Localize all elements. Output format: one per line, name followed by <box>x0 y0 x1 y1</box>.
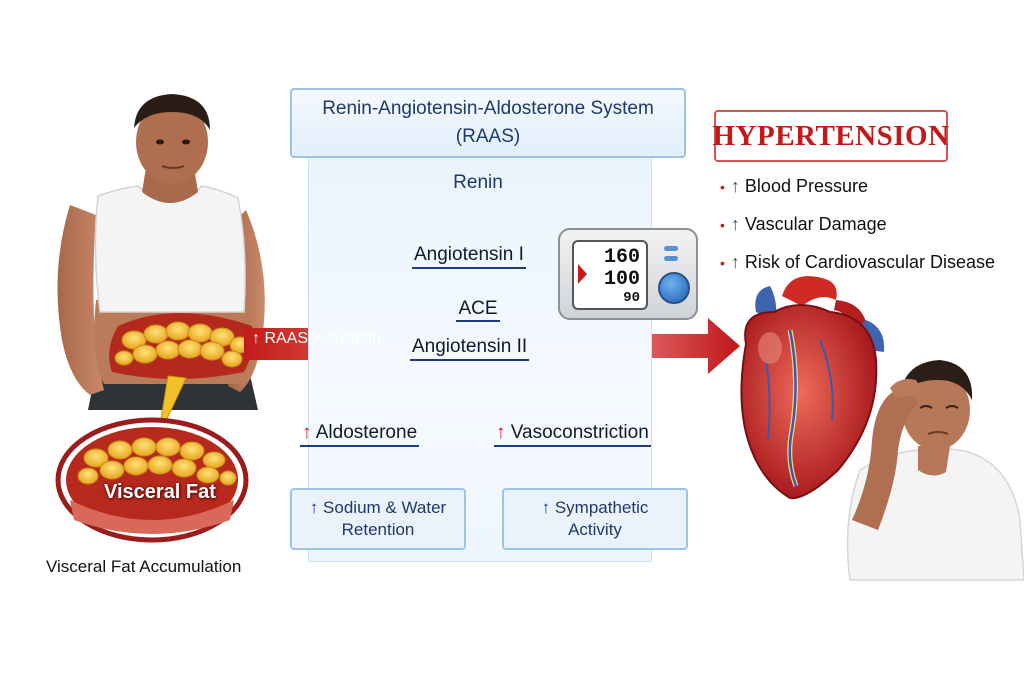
visceral-fat-label: Visceral Fat <box>104 481 216 503</box>
up-arrow-icon: ↑ <box>496 422 506 443</box>
effect-item: • ↑ Vascular Damage <box>720 214 887 235</box>
heartbeat-indicator-icon <box>578 264 587 284</box>
sodium-line1: Sodium & Water <box>323 498 447 517</box>
effect-item: • ↑ Blood Pressure <box>720 176 868 197</box>
angiotensin-2-label: Angiotensin II <box>410 336 530 361</box>
sodium-water-retention-box: ↑ Sodium & Water Retention <box>290 488 466 550</box>
hypertension-title-box: HYPERTENSION <box>712 110 949 162</box>
bp-diastolic: 100 <box>603 268 640 291</box>
blood-pressure-monitor: 160 100 90 <box>558 228 698 320</box>
monitor-start-button <box>658 272 690 304</box>
visceral-fat-caption: Visceral Fat Accumulation <box>46 557 242 576</box>
up-arrow-icon: ↑ <box>541 498 551 517</box>
bp-systolic: 160 <box>603 246 640 269</box>
heart-illustration <box>740 276 885 500</box>
indicator-light-icon <box>664 246 678 251</box>
sympathetic-line1: Sympathetic <box>554 498 649 517</box>
raas-activation-label: ↑ RAAS Activation <box>252 330 381 348</box>
up-arrow-icon: ↑ <box>302 422 312 443</box>
bullet-icon: • <box>720 216 725 233</box>
sodium-line2: Retention <box>341 520 415 539</box>
ace-underline <box>456 320 500 322</box>
vasoconstriction-label: ↑ Vasoconstriction <box>494 422 651 447</box>
headache-man-illustration <box>846 360 1024 581</box>
aldosterone-label: ↑ Aldosterone <box>300 422 420 447</box>
bp-pulse: 90 <box>623 290 640 306</box>
aldosterone-text: Aldosterone <box>315 422 418 443</box>
effect-text: Blood Pressure <box>744 176 868 196</box>
sympathetic-line2: Activity <box>568 520 622 539</box>
bp-monitor-screen: 160 100 90 <box>572 240 648 310</box>
effect-text: Vascular Damage <box>744 214 887 234</box>
raas-title-line2: (RAAS) <box>455 126 521 147</box>
renin-label: Renin <box>453 172 503 193</box>
indicator-light-icon <box>664 256 678 261</box>
ace-label: ACE <box>458 298 498 319</box>
sympathetic-activity-box: ↑ Sympathetic Activity <box>502 488 688 550</box>
up-arrow-icon: ↑ <box>309 498 319 517</box>
bullet-icon: • <box>720 178 725 195</box>
up-arrow-icon: ↑ <box>730 176 740 196</box>
vasoconstriction-text: Vasoconstriction <box>510 422 649 443</box>
raas-title-box: Renin-Angiotensin-Aldosterone System (RA… <box>290 88 686 158</box>
up-arrow-icon: ↑ <box>252 330 260 347</box>
bullet-icon: • <box>720 254 725 271</box>
raas-title-line1: Renin-Angiotensin-Aldosterone System <box>322 98 654 119</box>
up-arrow-icon: ↑ <box>730 214 740 234</box>
effect-text: Risk of Cardiovascular Disease <box>744 252 996 272</box>
obese-man-illustration <box>57 94 265 439</box>
visceral-fat-cross-section <box>55 417 249 543</box>
effect-item: • ↑ Risk of Cardiovascular Disease <box>720 252 995 273</box>
angiotensin-1-label: Angiotensin I <box>412 244 526 269</box>
raas-activation-text: RAAS Activation <box>264 330 381 347</box>
up-arrow-icon: ↑ <box>730 252 740 272</box>
